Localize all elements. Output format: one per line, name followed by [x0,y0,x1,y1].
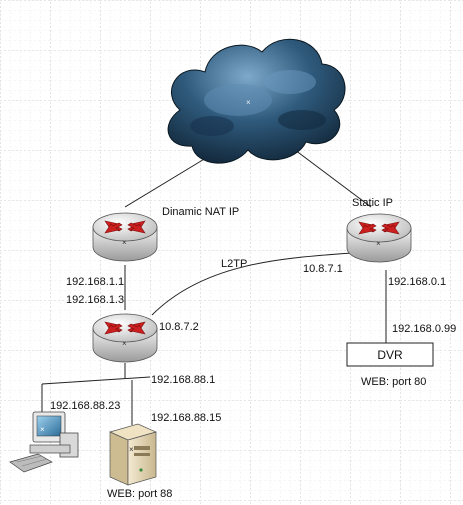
label-r1-lan-ip: 192.168.1.1 [66,276,124,288]
labels: Dinamic NAT IP Static IP 192.168.1.1 192… [50,197,456,500]
links [41,149,387,425]
label-pc-ip: 192.168.88.23 [50,400,120,412]
label-l2tp: L2TP [221,258,247,270]
label-r2-lan-ip: 192.168.88.1 [151,374,215,386]
internet-cloud-icon: × [167,38,346,164]
router-icon [104,220,146,234]
cloud-connector-mark: × [246,98,251,107]
label-r3-vpn-ip: 10.8.7.1 [303,263,343,275]
router-2: × [92,313,158,363]
svg-text:×: × [129,445,134,454]
router-icon [104,321,146,335]
label-dvr-ip: 192.168.0.99 [392,323,456,335]
label-r2-wan-ip: 192.168.1.3 [66,294,124,306]
svg-text:×: × [40,425,45,434]
dvr-box [346,342,434,367]
dvr-label: DVR [377,348,403,362]
svg-text:×: × [122,238,127,247]
label-server-ip: 192.168.88.15 [151,412,221,424]
router-1: × [92,212,158,262]
label-dvr-web: WEB: port 80 [361,376,426,388]
svg-text:×: × [122,339,127,348]
router-3: × [346,213,412,263]
desktop-computer-icon: × [9,411,79,473]
label-static-ip: Static IP [352,197,393,209]
link-l2tp-tunnel [151,252,353,316]
svg-text:×: × [376,239,381,248]
link-cloud-router1 [124,157,207,208]
label-server-web: WEB: port 88 [107,488,172,500]
server-tower-icon: × [108,423,158,486]
router-icon [358,221,400,235]
label-r3-lan-ip: 192.168.0.1 [388,276,446,288]
label-r2-vpn-ip: 10.8.7.2 [159,321,199,333]
link-lan-bus [41,376,151,385]
label-dinamic-nat-ip: Dinamic NAT IP [162,206,239,218]
link-cloud-router3 [294,149,372,208]
dvr-device: DVR [346,342,434,367]
